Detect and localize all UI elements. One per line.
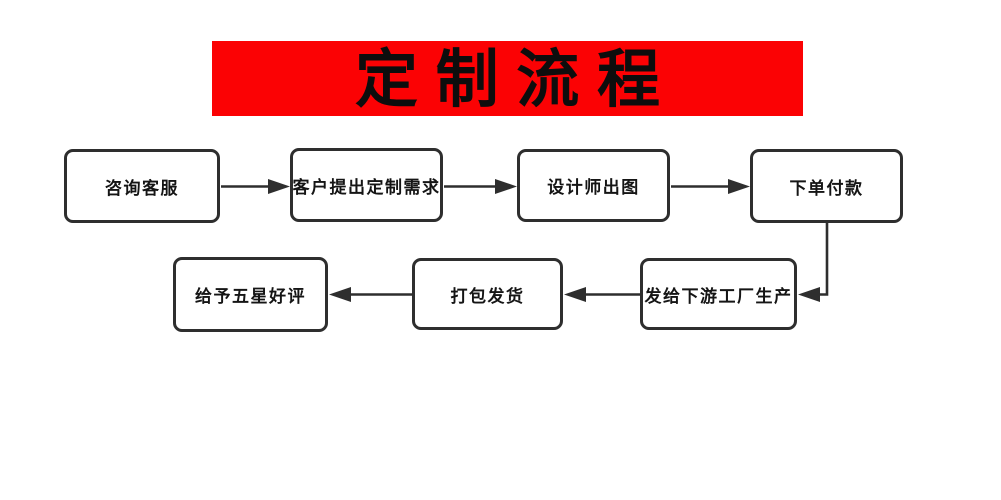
arrow-step5-to-step6	[564, 287, 640, 302]
flow-step-customer-requirements: 客户提出定制需求	[290, 148, 443, 222]
flow-step-place-order-pay: 下单付款	[750, 149, 903, 223]
flow-step-label: 设计师出图	[547, 178, 640, 197]
flow-step-pack-ship: 打包发货	[412, 258, 563, 330]
arrow-step3-to-step4	[671, 179, 750, 194]
flow-step-five-star-review: 给予五星好评	[173, 257, 328, 332]
page-title: 定制流程	[355, 45, 678, 115]
arrow-step2-to-step3	[444, 179, 517, 194]
flow-step-consult-support: 咨询客服	[64, 149, 220, 223]
flow-step-label: 咨询客服	[105, 178, 179, 198]
arrow-step1-to-step2	[221, 179, 290, 194]
flow-step-designer-drawing: 设计师出图	[517, 149, 670, 222]
flow-step-label: 发给下游工厂生产	[644, 286, 793, 306]
arrow-step6-to-step7	[329, 287, 412, 302]
flow-step-label: 给予五星好评	[195, 287, 306, 306]
flow-step-factory-production: 发给下游工厂生产	[640, 258, 797, 330]
flow-step-label: 打包发货	[450, 286, 525, 306]
title-banner: 定制流程	[212, 41, 803, 116]
flow-step-label: 下单付款	[789, 178, 864, 198]
arrow-step4-to-step5	[798, 223, 829, 302]
flow-step-label: 客户提出定制需求	[292, 177, 441, 197]
